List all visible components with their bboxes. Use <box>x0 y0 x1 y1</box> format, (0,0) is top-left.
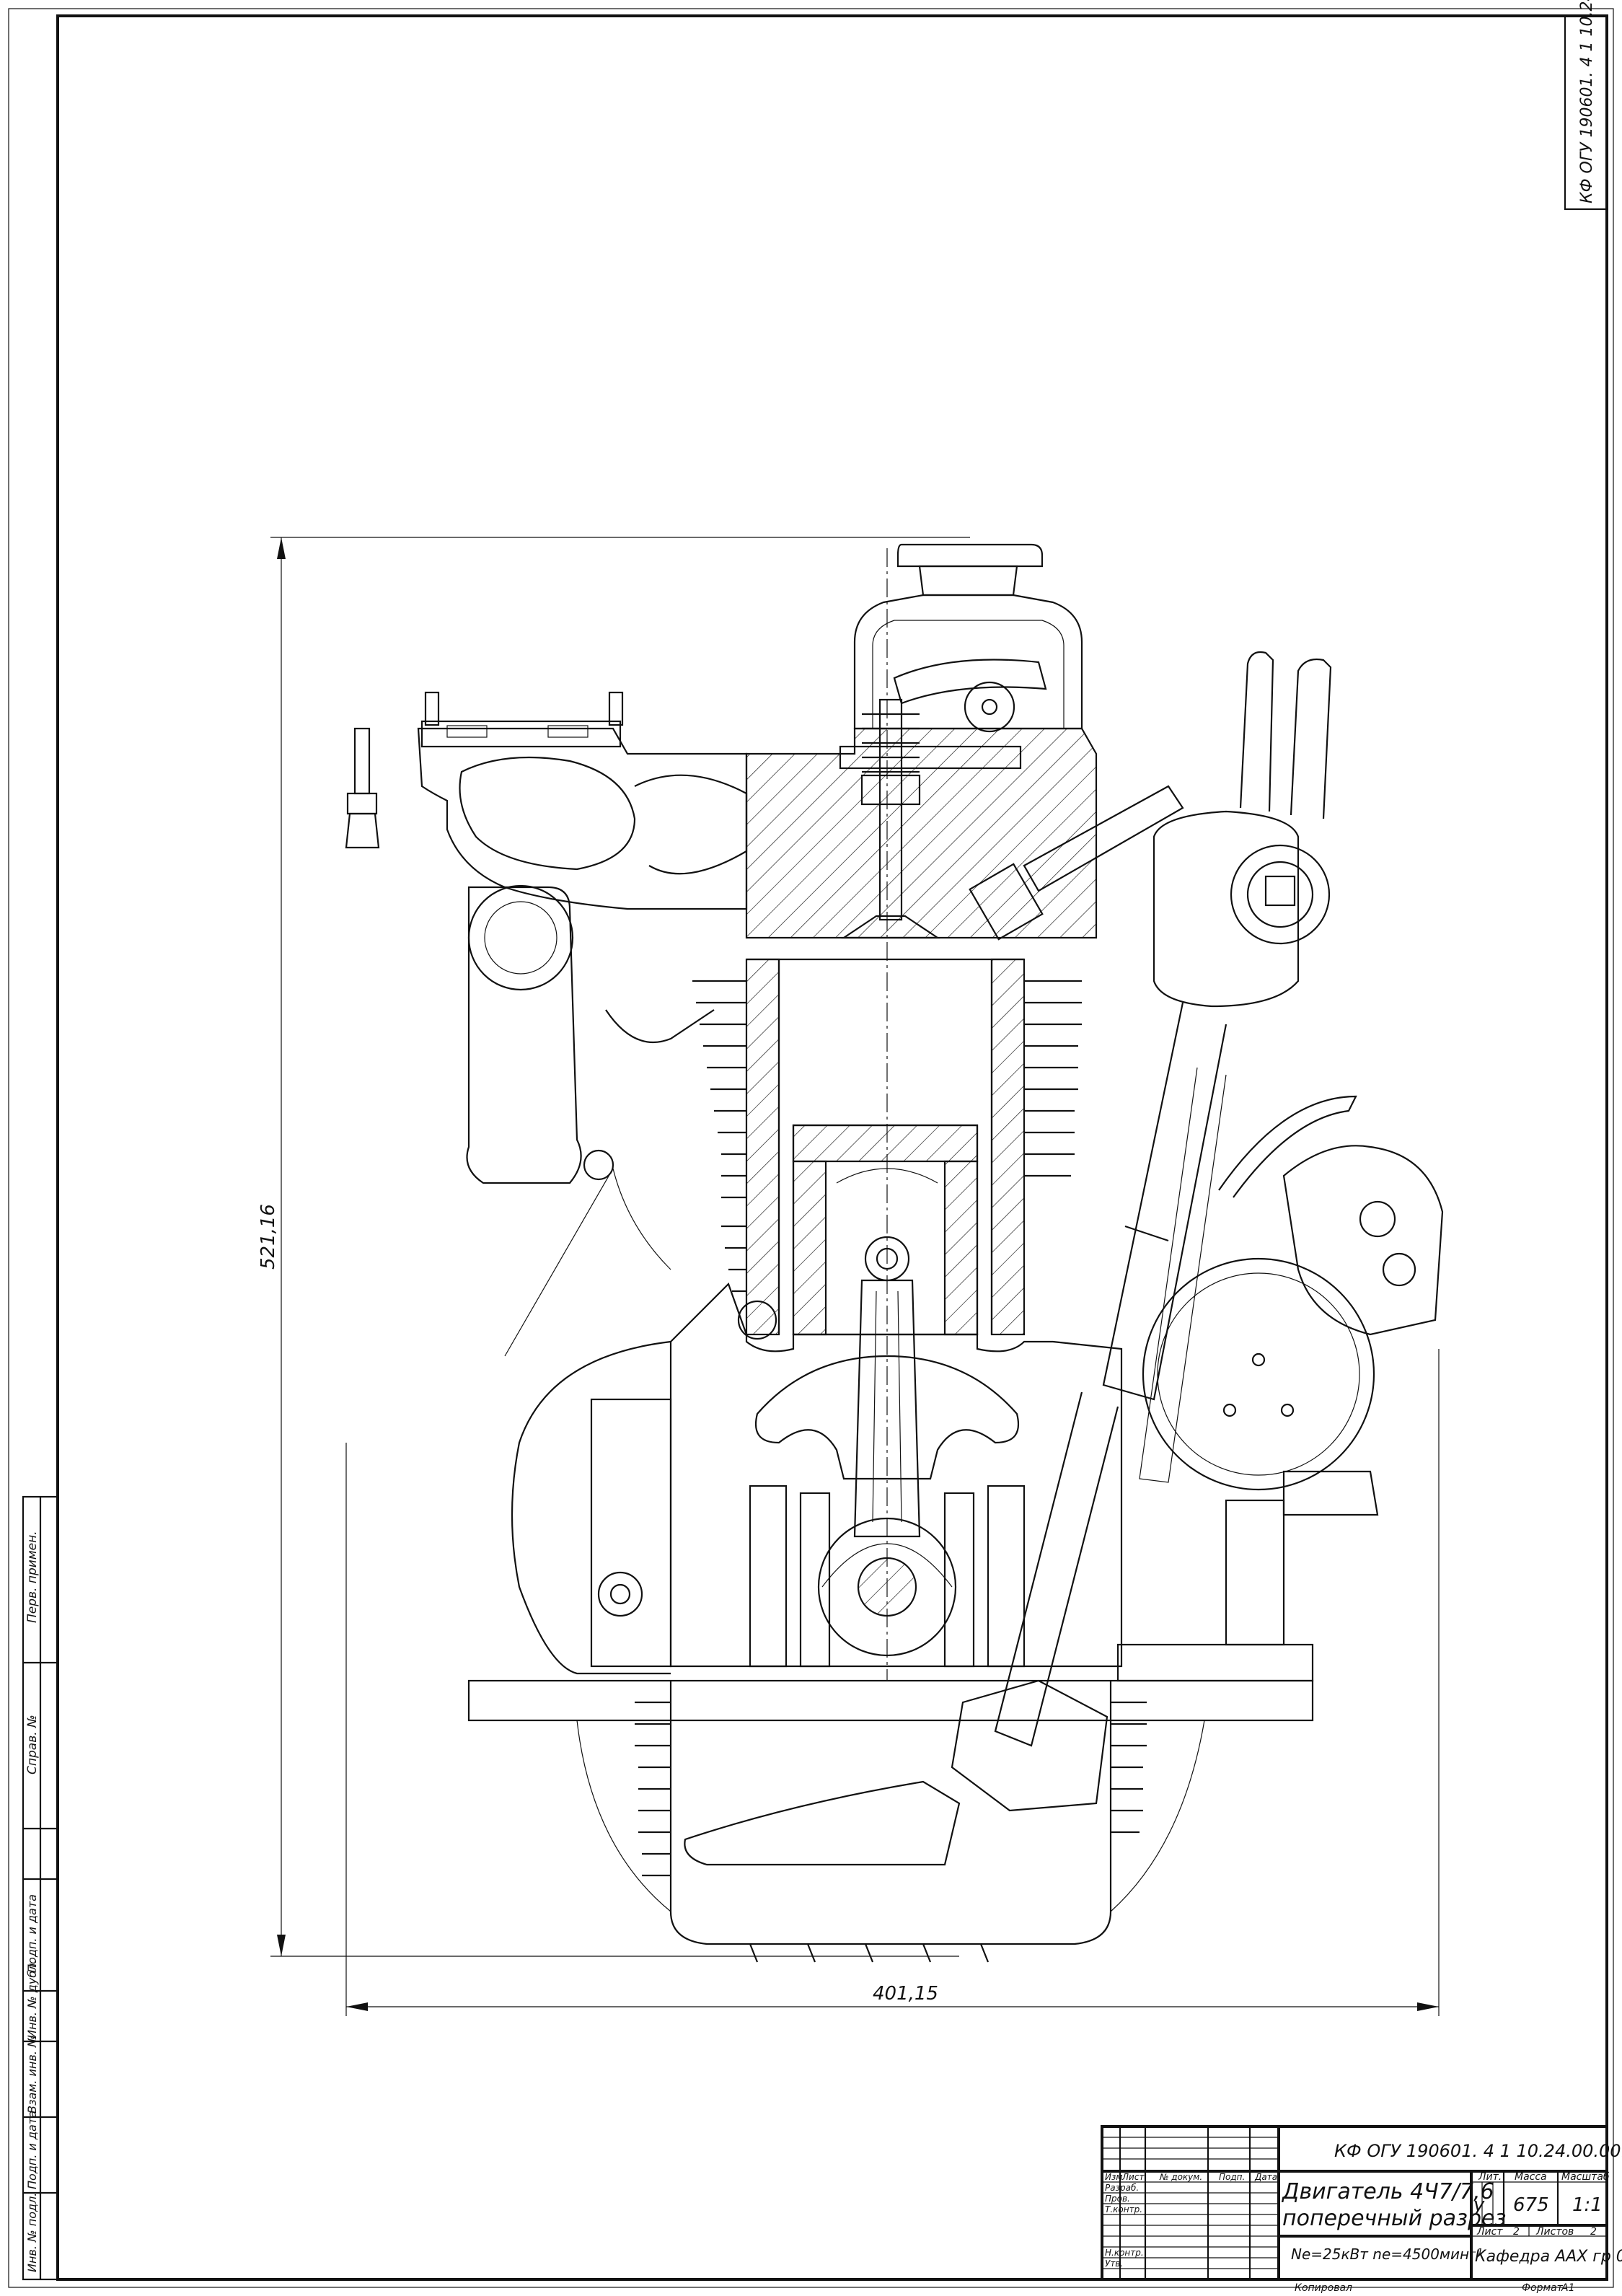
tb-listov-label: Листов <box>1535 2226 1574 2238</box>
engine-section <box>345 543 1444 1963</box>
tb-hdr-masshtab: Масштаб <box>1561 2171 1610 2183</box>
oil-pickup <box>684 1780 961 1866</box>
tb-name-line2: поперечный разрез <box>1282 2206 1506 2231</box>
tb-org: Кафедра ААХ гр 07 ААХ <box>1475 2248 1622 2266</box>
block-left-shell <box>511 1340 671 1675</box>
tb-row-razrab: Разраб. <box>1105 2183 1139 2193</box>
stamp-vzam-inv: Взам. инв. № <box>25 2035 39 2114</box>
intake-pipe <box>466 884 614 1184</box>
connecting-rod <box>853 1279 921 1538</box>
oil-filler-cap <box>896 543 1044 597</box>
cylinder-head <box>745 727 1098 939</box>
drawing-frame <box>56 14 1608 2281</box>
height-dimension: 521,16 <box>257 537 970 1957</box>
tb-row-utv: Утв. <box>1105 2258 1123 2269</box>
tb-hdr-lit: Лит. <box>1478 2171 1502 2183</box>
stamp-podp-data-2: Подп. и дата <box>25 2111 39 2189</box>
right-cooling-fins <box>1024 980 1082 1177</box>
alternator <box>1116 1095 1444 1682</box>
stamp-inv-dubl: Инв. № дубл. <box>25 1960 39 2038</box>
tb-col-list: Лист <box>1121 2172 1145 2182</box>
intake-manifold <box>417 691 748 910</box>
tb-format-label: Формат <box>1522 2282 1564 2294</box>
tb-row-nkontr: Н.контр. <box>1105 2248 1144 2258</box>
drive-shaft-tube <box>1102 1002 1227 1401</box>
stamp-podp-data-1: Подп. и дата <box>25 1894 39 1973</box>
tb-col-dokum: № докум. <box>1159 2172 1202 2182</box>
tb-list-value: 2 <box>1513 2226 1520 2238</box>
crank-journal <box>817 1517 957 1657</box>
tb-hdr-massa: Масса <box>1515 2171 1547 2183</box>
tb-massa-value: 675 <box>1513 2194 1549 2216</box>
tb-list-label: Лист <box>1476 2226 1503 2238</box>
tb-row-prov: Пров. <box>1105 2194 1130 2204</box>
valve-assembly <box>841 698 940 939</box>
tb-doc-code: КФ ОГУ 190601. 4 1 10.24.00.00. <box>1334 2141 1622 2161</box>
rocker-cover <box>853 594 1083 730</box>
tb-col-data: Дата <box>1254 2172 1277 2182</box>
height-dimension-value: 521,16 <box>257 1204 279 1270</box>
rocker-arm <box>893 659 1047 705</box>
tb-params: Nе=25кВт nе=4500мин⁻¹ <box>1291 2246 1483 2263</box>
injection-pump-assembly <box>951 651 1332 1812</box>
tb-col-podp: Подп. <box>1219 2172 1245 2182</box>
oil-pan <box>467 1679 1314 1963</box>
lower-pump-housing <box>951 1679 1108 1812</box>
left-side-stamp: Перв. примен. Справ. № Подп. и дата Инв.… <box>22 1495 59 2281</box>
width-dimension-value: 401,15 <box>873 1983 938 2005</box>
tb-lit-value: у <box>1473 2194 1485 2216</box>
title-block: Изм Лист № докум. Подп. Дата Разраб. Про… <box>1101 2125 1622 2294</box>
width-dimension: 401,15 <box>345 1349 1440 2016</box>
stamp-inv-podl: Инв. № подл. <box>25 2193 39 2272</box>
left-sensor <box>345 727 380 849</box>
tb-name-line1: Двигатель 4Ч7/7,6 <box>1281 2179 1494 2204</box>
tb-masshtab-value: 1:1 <box>1572 2194 1603 2216</box>
top-right-stamp: КФ ОГУ 190601. 4 1 10.24.00.00 <box>1564 0 1608 211</box>
stamp-code-text: КФ ОГУ 190601. 4 1 10.24.00.00 <box>1578 0 1596 203</box>
stamp-sprav-no: Справ. № <box>25 1715 40 1774</box>
stamp-perv-primen: Перв. примен. <box>25 1531 40 1623</box>
crankcase <box>669 1282 1123 1668</box>
tb-listov-value: 2 <box>1590 2226 1597 2238</box>
outer-trim-frame <box>8 8 1614 2288</box>
left-cooling-fins <box>692 980 746 1293</box>
tb-kopiroval: Копировал <box>1295 2282 1352 2294</box>
tb-format-value: А1 <box>1561 2282 1574 2294</box>
tb-col-izm: Изм <box>1105 2172 1122 2182</box>
rocker-shaft <box>964 681 1015 733</box>
tb-row-tkontr: Т.контр. <box>1105 2204 1142 2214</box>
